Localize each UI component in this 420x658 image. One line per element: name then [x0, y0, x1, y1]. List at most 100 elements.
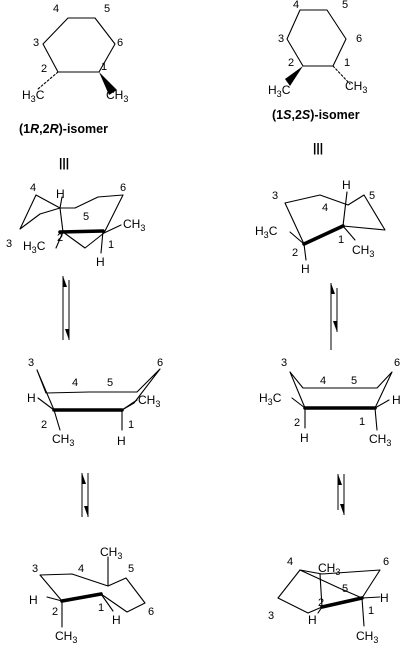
left-chair1-methyl2-bond — [55, 231, 64, 249]
right-hex-num5: 5 — [342, 0, 348, 11]
right-chair3-h2-bond — [317, 606, 323, 614]
left-chair-3: 3 4 5 6 2 1 H H CH3 CH3 — [29, 545, 154, 645]
left-chair3-num6: 6 — [148, 606, 154, 618]
right-chair1-num1: 1 — [338, 234, 344, 246]
left-chair1-num3: 3 — [6, 238, 12, 250]
right-chair3-methyl1-bond — [361, 597, 365, 627]
right-chair3-h1-bond — [361, 596, 381, 599]
right-chair1-num3: 3 — [272, 190, 278, 202]
left-equilibrium-arrows-1 — [62, 276, 70, 340]
left-chair-2: 3 4 5 6 2 1 H H CH3 CH3 — [27, 357, 163, 448]
right-equilibrium-arrows-2 — [337, 474, 345, 515]
right-hex-methyl2-wedge-bond — [285, 66, 303, 86]
right-chair1-methyl-left: H3C — [255, 224, 278, 240]
left-chair1-methyl-right: CH3 — [123, 217, 145, 233]
left-chair1-num5: 5 — [83, 211, 89, 223]
right-chair2-h1: H — [392, 393, 401, 407]
left-chair1-h1: H — [96, 255, 105, 269]
left-chair2-num4: 4 — [72, 377, 78, 389]
right-chair3-num5: 5 — [342, 583, 348, 595]
left-hex-methyl-left: H3C — [22, 88, 45, 104]
right-chair1-methyl1-bond — [342, 225, 356, 241]
right-chair2-methyl-left: H3C — [259, 391, 282, 407]
left-chair3-methyl-bottom: CH3 — [55, 629, 77, 645]
right-chair1-h2: H — [301, 262, 310, 276]
right-chair3-num4: 4 — [287, 556, 293, 568]
right-chair2-num6: 6 — [394, 357, 400, 369]
right-chair1-h2-bond — [303, 243, 307, 261]
left-equilibrium-arrows-2 — [81, 473, 89, 517]
left-chair2-num3: 3 — [28, 357, 34, 369]
right-chair-2: 3 4 5 6 2 1 H H H3C CH3 — [259, 357, 401, 448]
right-chair2-methyl1-bond — [374, 407, 378, 431]
right-hexagon-structure: 4 5 3 6 2 1 H3C CH3 — [268, 0, 367, 99]
left-chair2-h1: H — [117, 434, 126, 448]
left-chair2-num6: 6 — [157, 357, 163, 369]
left-isomer-title: (1R,2R)-isomer — [19, 122, 108, 136]
left-chair1-methyl1-bond — [103, 224, 122, 234]
right-chair2-num5: 5 — [351, 375, 357, 387]
right-chair2-methyl2-bond — [291, 397, 306, 409]
right-chair-1: 3 4 5 2 1 H H H3C CH3 — [255, 178, 386, 276]
left-chair1-h1-bond — [100, 230, 104, 254]
right-chair1-h1-bond — [342, 191, 348, 227]
right-chair3-h1: H — [380, 591, 389, 605]
left-chair3-methyl-top: CH3 — [100, 545, 122, 561]
right-chair3-methyl-bottom: CH3 — [356, 629, 378, 645]
right-identity-symbol: ||| — [313, 141, 323, 155]
right-chair2-num1: 1 — [359, 416, 365, 428]
right-chair3-num3: 3 — [268, 610, 274, 622]
left-chair1-h2: H — [56, 187, 65, 201]
right-chair3-methyl-top: CH3 — [318, 561, 340, 577]
left-chair2-num1: 1 — [128, 419, 134, 431]
left-chair2-methyl1-bond — [121, 399, 138, 411]
left-chair3-h1-bond — [100, 593, 114, 612]
left-identity-symbol: ||| — [59, 156, 69, 170]
right-chair2-h1-bond — [374, 399, 390, 409]
left-chair3-h2: H — [29, 593, 38, 607]
left-chair3-num4: 4 — [78, 563, 84, 575]
left-hex-methyl-right: CH3 — [106, 88, 128, 104]
left-chair2-methyl2-bond — [53, 409, 61, 431]
right-hex-methyl-left: H3C — [268, 83, 291, 99]
right-chair2-num4: 4 — [320, 375, 326, 387]
left-chair2-num5: 5 — [107, 377, 113, 389]
left-chair1-num6: 6 — [120, 182, 126, 194]
left-chair3-h2-bond — [46, 596, 63, 602]
right-chair2-methyl-bottom: CH3 — [369, 432, 391, 448]
left-hex-num4: 4 — [53, 3, 59, 15]
left-chair3-num5: 5 — [128, 563, 134, 575]
left-chair2-methyl-right: CH3 — [138, 393, 160, 409]
right-equilibrium-arrows-1 — [330, 283, 338, 350]
right-chair3-h2: H — [308, 613, 317, 627]
left-chair-1: 4 6 3 5 2 1 H H H3C CH3 — [6, 182, 145, 269]
right-hex-num3: 3 — [278, 33, 284, 45]
right-chair1-num5: 5 — [369, 190, 375, 202]
left-hex-num2: 2 — [41, 63, 47, 75]
right-chair-3: 4 6 5 3 2 1 H H CH3 CH3 — [268, 556, 389, 645]
left-hex-num1: 1 — [101, 61, 107, 73]
right-hex-methyl-right: CH3 — [345, 79, 367, 95]
right-hex-num2: 2 — [288, 57, 294, 69]
left-hexagon-structure: 4 5 3 6 2 1 H3C CH3 — [22, 3, 128, 104]
left-chair1-num1: 1 — [108, 239, 114, 251]
left-chair2-num2: 2 — [41, 419, 47, 431]
right-chair2-num2: 2 — [294, 417, 300, 429]
right-chair3-num2: 2 — [318, 597, 324, 609]
left-chair3-num2: 2 — [52, 606, 58, 618]
left-chair2-methyl-bottom: CH3 — [52, 432, 74, 448]
right-chair1-methyl2-bond — [289, 231, 305, 245]
right-hex-num4: 4 — [293, 0, 299, 11]
right-chair2-h2: H — [300, 431, 309, 445]
left-chair3-num1: 1 — [98, 602, 104, 614]
left-chair1-methyl-left: H3C — [23, 239, 46, 255]
right-chair1-methyl-right: CH3 — [352, 243, 374, 259]
left-chair3-num3: 3 — [32, 563, 38, 575]
right-hex-methyl1-hashed-bond — [332, 65, 351, 85]
left-hex-methyl1-wedge-bond — [99, 72, 117, 95]
left-chair1-num2: 2 — [57, 232, 63, 244]
right-isomer-title: (1S,2S)-isomer — [272, 108, 360, 122]
left-hex-num6: 6 — [117, 37, 123, 49]
left-chair2-h2: H — [27, 391, 36, 405]
